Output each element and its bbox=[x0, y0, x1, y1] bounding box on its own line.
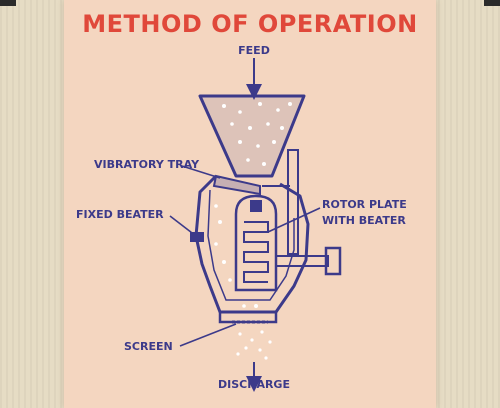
vibratory-tray bbox=[212, 174, 261, 196]
screen-leader bbox=[179, 323, 237, 347]
vibratory-tray-leader bbox=[181, 165, 221, 179]
label-rotor-plate: ROTOR PLATE bbox=[322, 198, 407, 211]
rotor-beater bbox=[243, 221, 269, 283]
fixed-beater bbox=[190, 232, 204, 242]
rotor-hub bbox=[250, 200, 262, 212]
label-feed: FEED bbox=[238, 44, 270, 57]
drive-shaft bbox=[275, 255, 329, 267]
feed-particles bbox=[214, 102, 292, 308]
drive-bar bbox=[287, 149, 299, 255]
label-vibratory-tray: VIBRATORY TRAY bbox=[94, 158, 200, 171]
pulley bbox=[324, 246, 342, 276]
fixed-beater-leader bbox=[169, 215, 197, 237]
rotor-chamber bbox=[234, 194, 278, 292]
label-screen: SCREEN bbox=[124, 340, 173, 353]
label-fixed-beater: FIXED BEATER bbox=[76, 208, 164, 221]
hopper bbox=[198, 94, 306, 178]
discharge-particles bbox=[236, 330, 272, 360]
corner-mark-right bbox=[484, 0, 500, 6]
rotor-plate-leader bbox=[267, 207, 321, 233]
label-discharge: DISCHARGE bbox=[218, 378, 290, 391]
label-with-beater: WITH BEATER bbox=[322, 214, 406, 227]
slide: METHOD OF OPERATION bbox=[64, 0, 436, 408]
diagram-title: METHOD OF OPERATION bbox=[82, 10, 418, 38]
corner-mark-left bbox=[0, 0, 16, 6]
grinder-diagram bbox=[169, 58, 342, 392]
